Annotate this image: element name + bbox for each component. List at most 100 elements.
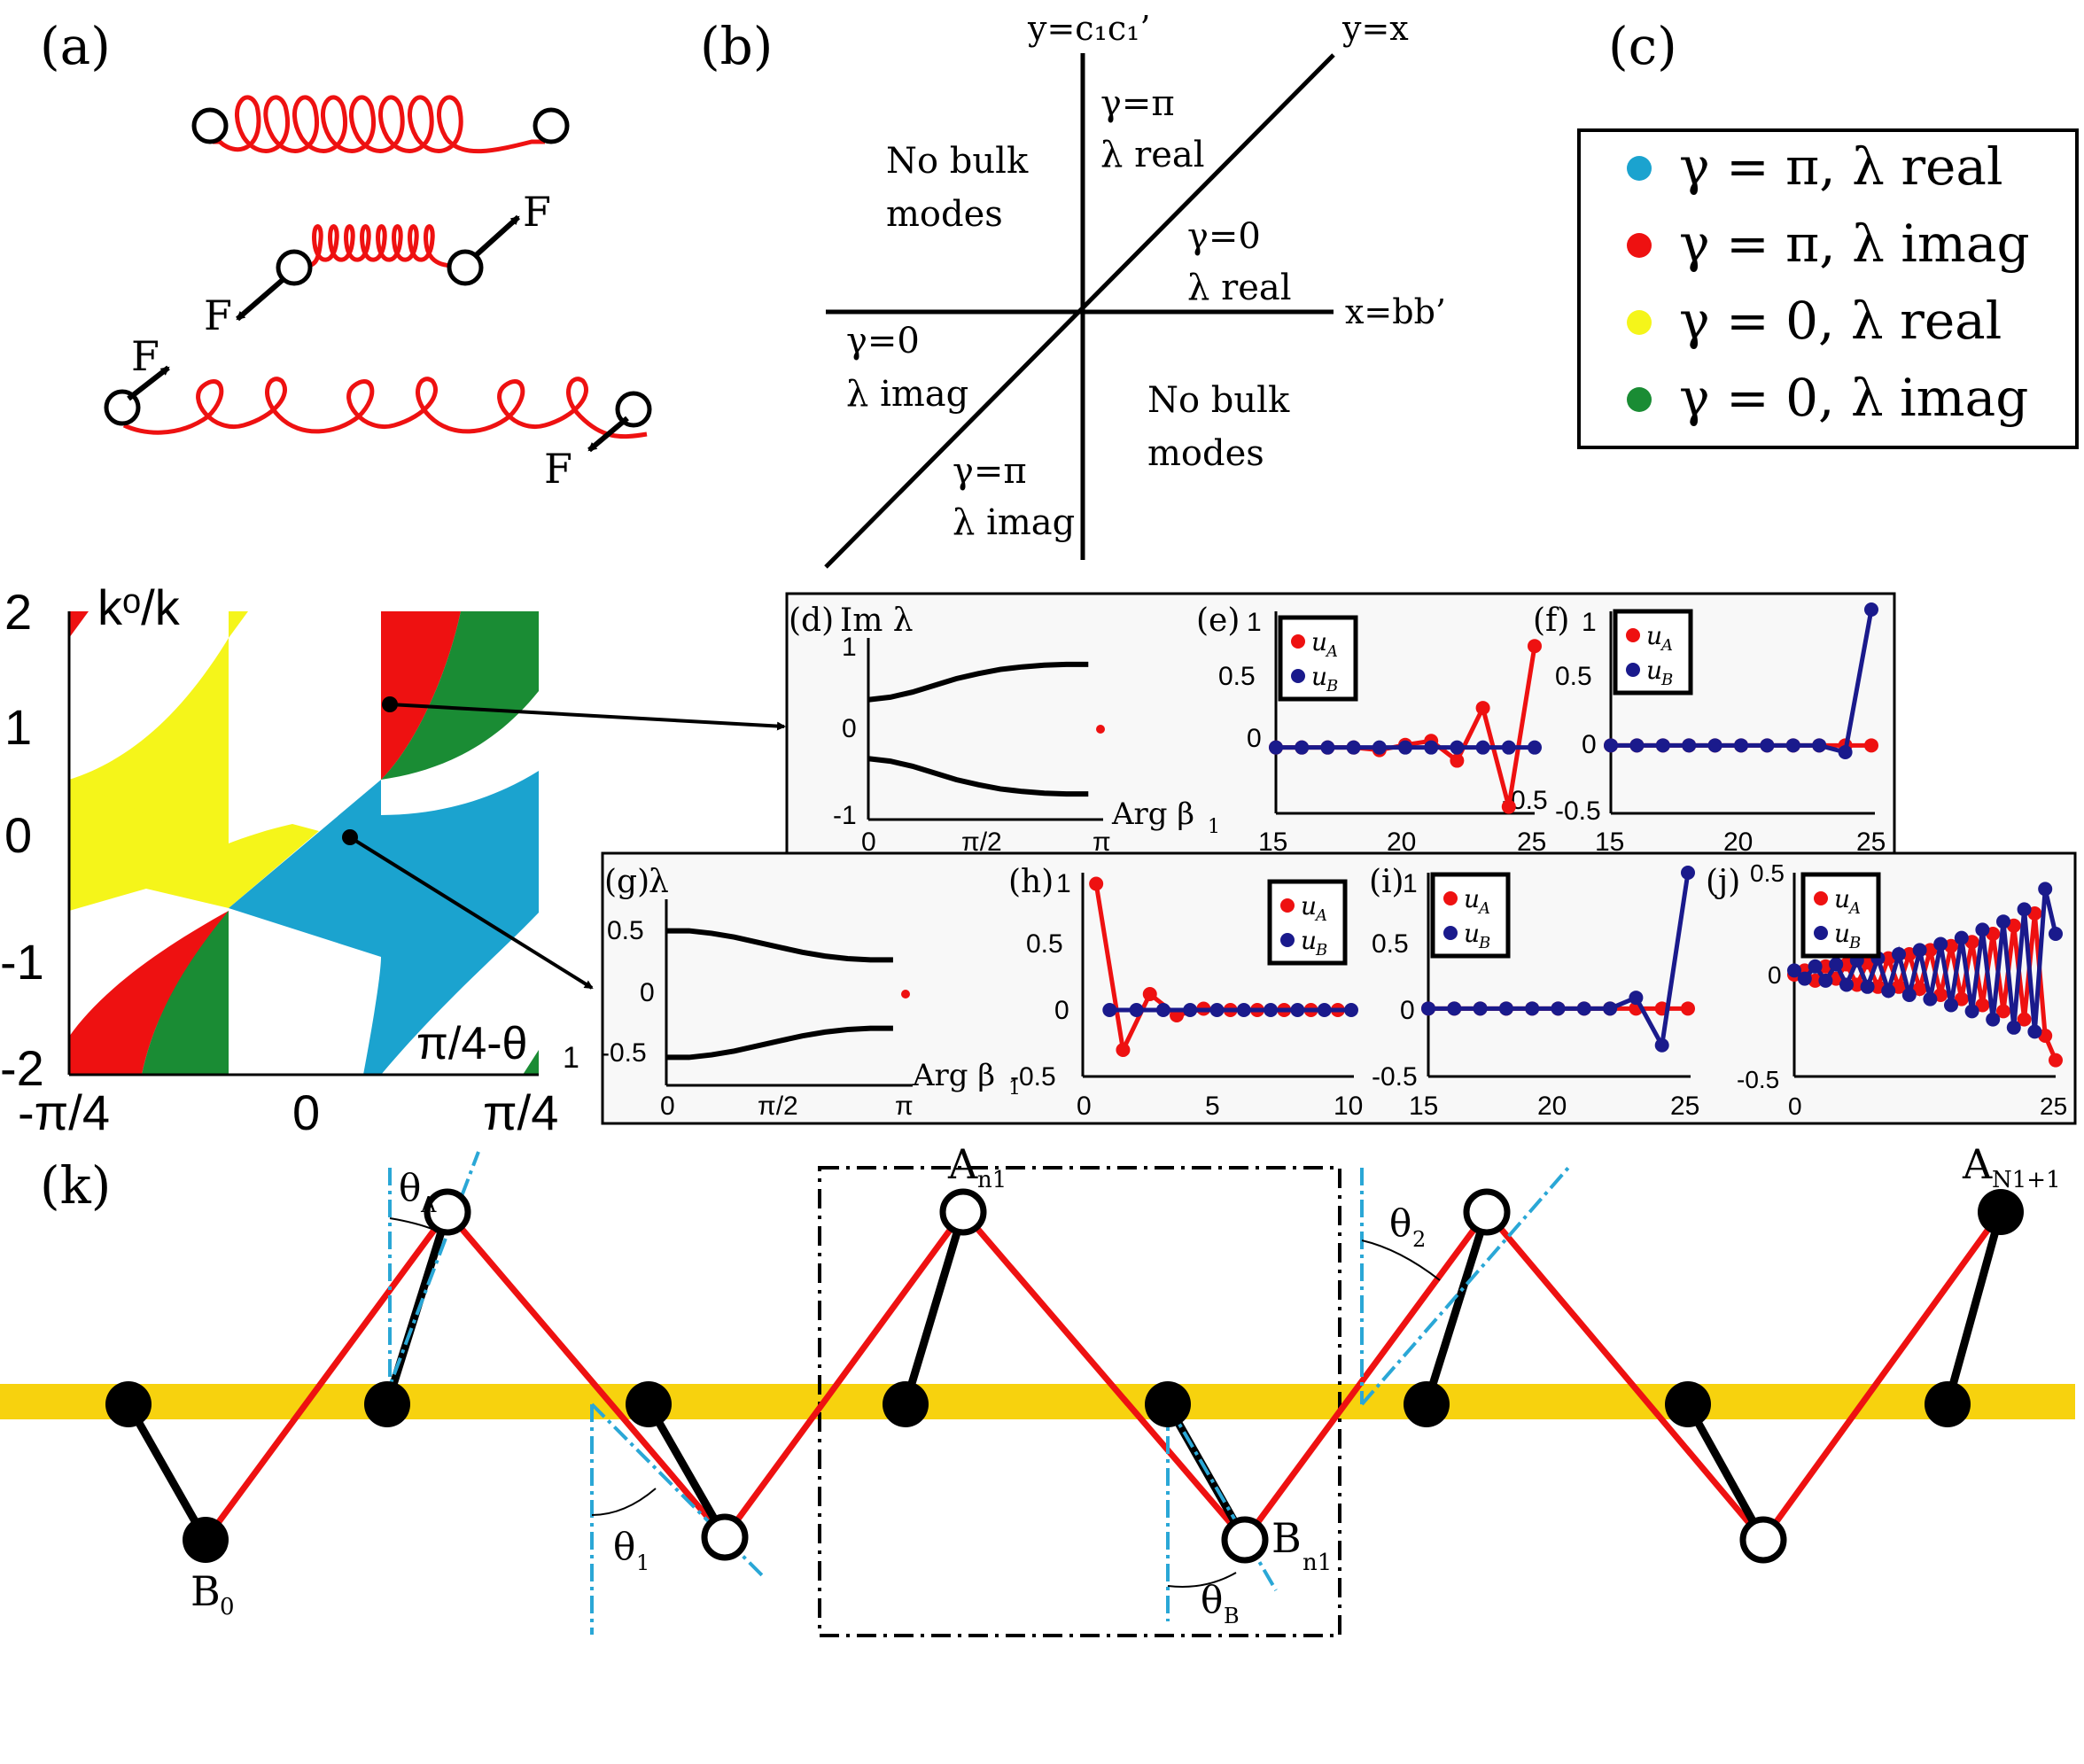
j-xtick: 0 — [1788, 1092, 1802, 1120]
pd-xtick: π/4 — [483, 1084, 558, 1140]
h-ytick: 1 — [1056, 869, 1071, 898]
panel-label-i: (i) — [1369, 864, 1404, 900]
data-point-u_B — [1102, 1003, 1117, 1017]
legend-marker-uA — [1626, 628, 1640, 642]
f-ytick: -0.5 — [1555, 797, 1601, 826]
data-point-u_A — [1450, 753, 1465, 768]
i-xtick: 20 — [1537, 1092, 1567, 1121]
data-point-u_B — [1155, 1003, 1170, 1017]
legend-marker-uB — [1626, 663, 1640, 677]
b-y-axis-label: y=c₁c₁’ — [1027, 9, 1150, 48]
f-ytick: 0.5 — [1555, 662, 1592, 691]
panel-d: (d) Im λ 1 0 -1 0 π/2 π Arg β 1 — [789, 602, 1220, 857]
node-circle — [191, 107, 229, 144]
label-theta-B-sub: B — [1224, 1604, 1240, 1628]
angle-guides — [381, 1151, 1570, 1635]
panel-k: (k) — [0, 1140, 2075, 1637]
data-point-u_B — [1450, 740, 1465, 755]
rod — [645, 1402, 728, 1540]
legend-label-uB: u — [1464, 919, 1480, 948]
data-point-u_B — [1734, 738, 1748, 753]
i-ytick: 1 — [1403, 869, 1418, 898]
legend-label-uA: u — [1464, 884, 1480, 913]
panel-label-a: (a) — [40, 16, 111, 76]
data-point-u_B — [1860, 979, 1875, 994]
data-point-u_B — [1320, 740, 1335, 755]
rod — [1684, 1402, 1767, 1543]
legend-label-uA-sub: A — [1660, 636, 1673, 655]
data-point-u_B — [1629, 991, 1644, 1006]
label-theta-1-sub: 1 — [636, 1550, 649, 1575]
b-region-text: λ imag — [846, 374, 968, 415]
i-ytick: -0.5 — [1372, 1062, 1418, 1092]
node-filled — [1404, 1381, 1450, 1427]
h-xtick: 5 — [1205, 1092, 1220, 1121]
e-xtick: 20 — [1387, 828, 1416, 857]
data-point-u_A — [1528, 639, 1542, 654]
special-point — [1096, 725, 1105, 734]
data-point-u_A — [1975, 998, 1990, 1013]
data-point-u_B — [1892, 947, 1906, 961]
series-line-branch-0 — [666, 928, 893, 963]
legend-marker — [1627, 310, 1652, 335]
b-region-text: No bulk — [1147, 380, 1290, 421]
legend-label-uB: u — [1834, 919, 1850, 948]
data-point-u_B — [1785, 738, 1800, 753]
g-ytick: -0.5 — [601, 1038, 647, 1068]
f-ytick: 1 — [1582, 608, 1597, 637]
legend-label-uA: u — [1311, 627, 1327, 657]
label-theta-B: θ — [1201, 1578, 1223, 1621]
pd-ytick: 0 — [4, 807, 32, 863]
label-A-N-sub: N1+1 — [1992, 1167, 2061, 1193]
b-region-text: γ=0 — [1187, 216, 1261, 257]
data-point-u_B — [1654, 1037, 1669, 1053]
legend-box — [1577, 128, 2079, 449]
series-legend-box — [1278, 615, 1358, 702]
data-point-u_B — [1604, 738, 1618, 753]
legend-label-uA: u — [1301, 891, 1317, 921]
node-filled — [626, 1381, 672, 1427]
legend-marker-uA — [1443, 891, 1458, 905]
label-theta-A-sub: A — [420, 1193, 437, 1217]
data-point-u_B — [1290, 1003, 1305, 1017]
data-point-u_B — [1498, 1001, 1513, 1016]
g-xlabel-sub: 1 — [1008, 1077, 1021, 1100]
spring-3 — [122, 377, 648, 439]
legend-label-uB-sub: B — [1660, 671, 1673, 689]
h-xtick: 0 — [1077, 1092, 1092, 1121]
data-point-u_B — [1912, 943, 1927, 958]
data-point-u_B — [1787, 963, 1801, 978]
label-theta-2-sub: 2 — [1412, 1227, 1426, 1252]
region-yellow-center — [69, 780, 319, 911]
node-B0 — [183, 1517, 229, 1563]
h-ytick: 0.5 — [1026, 929, 1063, 959]
node-circle — [276, 249, 313, 286]
i-xtick: 25 — [1670, 1092, 1699, 1121]
label-B-0-sub: 0 — [220, 1594, 235, 1620]
b-region-text: γ=0 — [846, 321, 920, 361]
legend-marker-uB — [1443, 926, 1458, 940]
data-point-u_B — [1838, 745, 1853, 759]
region-green-right — [381, 611, 539, 780]
region-red — [69, 611, 89, 638]
data-point-u_B — [1829, 957, 1844, 972]
data-point-u_B — [1933, 936, 1948, 952]
rod — [1422, 1210, 1491, 1406]
panel-label-e: (e) — [1196, 602, 1240, 639]
data-point-u_B — [1424, 740, 1439, 755]
data-point-u_B — [2049, 927, 2063, 941]
data-point-u_B — [1525, 1001, 1540, 1016]
h-ytick: -0.5 — [1010, 1062, 1056, 1092]
panel-g: (g) λ 0.5 0 -0.5 0 π/2 π Arg β 1 — [601, 864, 1021, 1121]
pd-ytick: -2 — [0, 1040, 44, 1096]
force-arrow — [236, 276, 285, 322]
data-point-u_B — [1996, 914, 2010, 929]
